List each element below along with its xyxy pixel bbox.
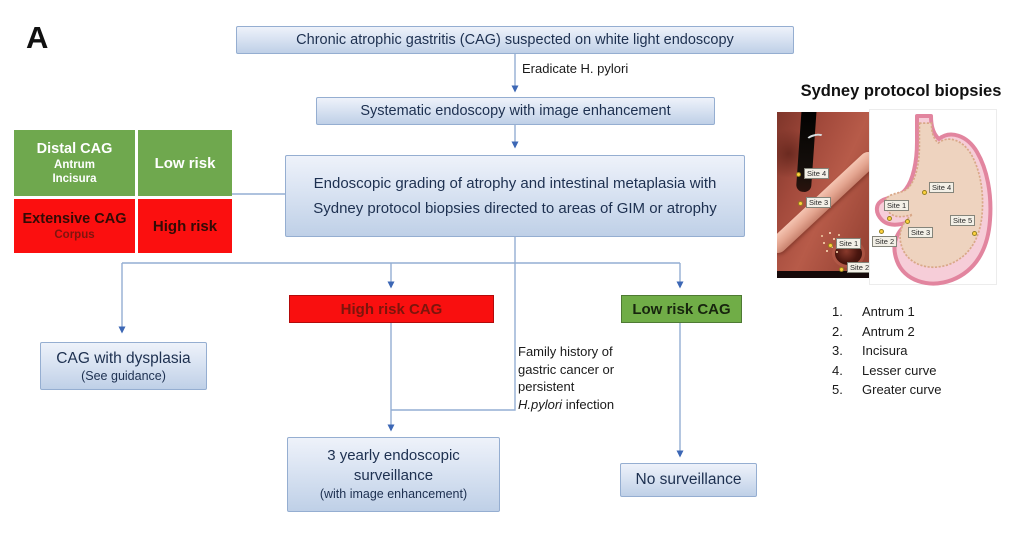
diagram-site-1-tag: Site 1 xyxy=(884,200,910,211)
biopsy-site-list: 1. Antrum 1 2. Antrum 2 3. Incisura 4. L… xyxy=(832,302,941,400)
list-label: Lesser curve xyxy=(862,362,937,378)
edge-label-family-history: Family history of gastric cancer or pers… xyxy=(518,343,614,413)
biopsy-dot xyxy=(887,216,892,221)
dysplasia-subtitle: (See guidance) xyxy=(81,368,166,383)
list-number: 2. xyxy=(832,323,843,339)
legend-cell-high-risk: High risk xyxy=(138,199,232,253)
flow-box-no-surveillance: No surveillance xyxy=(620,463,757,497)
list-item: 4. Lesser curve xyxy=(832,361,941,381)
biopsy-dot xyxy=(922,190,927,195)
biopsy-dot xyxy=(798,201,803,206)
flow-box-high-risk-cag: High risk CAG xyxy=(289,295,494,323)
surveillance-line3: (with image enhancement) xyxy=(319,487,468,501)
stomach-illustration xyxy=(874,114,993,286)
endoscopy-site-3-tag: Site 3 xyxy=(806,197,832,208)
risk-legend-table: Distal CAG Antrum Incisura Low risk Exte… xyxy=(14,130,232,253)
legend-distal-sub1: Antrum xyxy=(54,159,95,171)
list-item: 3. Incisura xyxy=(832,341,941,361)
flow-box-low-risk-cag: Low risk CAG xyxy=(621,295,742,323)
diagram-site-3-tag: Site 3 xyxy=(908,227,934,238)
list-item: 5. Greater curve xyxy=(832,380,941,400)
legend-low-risk-label: Low risk xyxy=(154,154,216,172)
infection-text: infection xyxy=(562,396,615,412)
biopsy-dot xyxy=(828,243,833,248)
flow-box-systematic-endoscopy: Systematic endoscopy with image enhancem… xyxy=(316,97,715,125)
surveillance-line2: surveillance xyxy=(353,467,434,484)
endoscope-shaft xyxy=(795,112,817,193)
family-history-line1: Family history of xyxy=(518,344,613,359)
flow-box-suspected-cag: Chronic atrophic gastritis (CAG) suspect… xyxy=(236,26,794,54)
list-number: 5. xyxy=(832,382,843,397)
edge-label-eradicate-h-pylori: Eradicate H. pylori xyxy=(522,61,629,76)
legend-distal-sub2: Incisura xyxy=(52,173,97,185)
endoscopy-site-4-tag: Site 4 xyxy=(804,168,830,179)
flow-box-3-yearly-surveillance: 3 yearly endoscopic surveillance (with i… xyxy=(287,437,500,512)
legend-extensive-title: Extensive CAG xyxy=(22,211,127,227)
surveillance-line1: 3 yearly endoscopic xyxy=(327,447,460,464)
flow-box-endoscopic-grading: Endoscopic grading of atrophy and intest… xyxy=(285,155,745,237)
endoscopy-site-1-tag: Site 1 xyxy=(836,238,862,249)
legend-cell-extensive-cag: Extensive CAG Corpus xyxy=(14,199,135,253)
family-history-line2: gastric cancer or xyxy=(518,361,615,377)
list-label: Antrum 2 xyxy=(862,323,915,339)
biopsy-dot xyxy=(972,231,977,236)
dysplasia-title: CAG with dysplasia xyxy=(56,349,191,367)
family-history-line3: persistent xyxy=(518,379,575,394)
legend-high-risk-label: High risk xyxy=(152,217,218,235)
light-reflections xyxy=(829,232,831,234)
panel-letter: A xyxy=(26,20,49,55)
legend-extensive-sub1: Corpus xyxy=(54,229,95,241)
list-number: 3. xyxy=(832,343,843,358)
list-number: 1. xyxy=(832,304,843,319)
h-pylori-italic: H.pylori xyxy=(518,396,563,412)
list-label: Antrum 1 xyxy=(862,304,915,319)
biopsy-dot xyxy=(879,229,884,234)
list-number: 4. xyxy=(832,362,843,378)
legend-distal-title: Distal CAG xyxy=(36,141,113,157)
list-item: 2. Antrum 2 xyxy=(832,322,941,342)
biopsy-dot xyxy=(796,172,801,177)
list-label: Greater curve xyxy=(862,382,942,397)
list-label: Incisura xyxy=(862,343,908,358)
sydney-protocol-title: Sydney protocol biopsies xyxy=(800,82,1002,100)
diagram-site-2-tag: Site 2 xyxy=(872,236,898,247)
biopsy-dot xyxy=(839,267,844,272)
endoscopy-photo: Site 4 Site 3 Site 1 Site 2 xyxy=(777,112,869,278)
biopsy-dot xyxy=(905,219,910,224)
stomach-diagram: Site 1 Site 2 Site 3 Site 4 Site 5 xyxy=(869,109,997,286)
legend-cell-distal-cag: Distal CAG Antrum Incisura xyxy=(14,130,135,196)
photo-bottom-strip xyxy=(777,271,869,278)
family-history-line4: H.pylori infection xyxy=(518,396,614,414)
flow-box-cag-with-dysplasia: CAG with dysplasia (See guidance) xyxy=(40,342,207,390)
diagram-site-4-tag: Site 4 xyxy=(929,182,955,193)
endoscopy-site-2-tag: Site 2 xyxy=(847,262,869,273)
list-item: 1. Antrum 1 xyxy=(832,302,941,322)
legend-cell-low-risk: Low risk xyxy=(138,130,232,196)
diagram-site-5-tag: Site 5 xyxy=(950,215,976,226)
